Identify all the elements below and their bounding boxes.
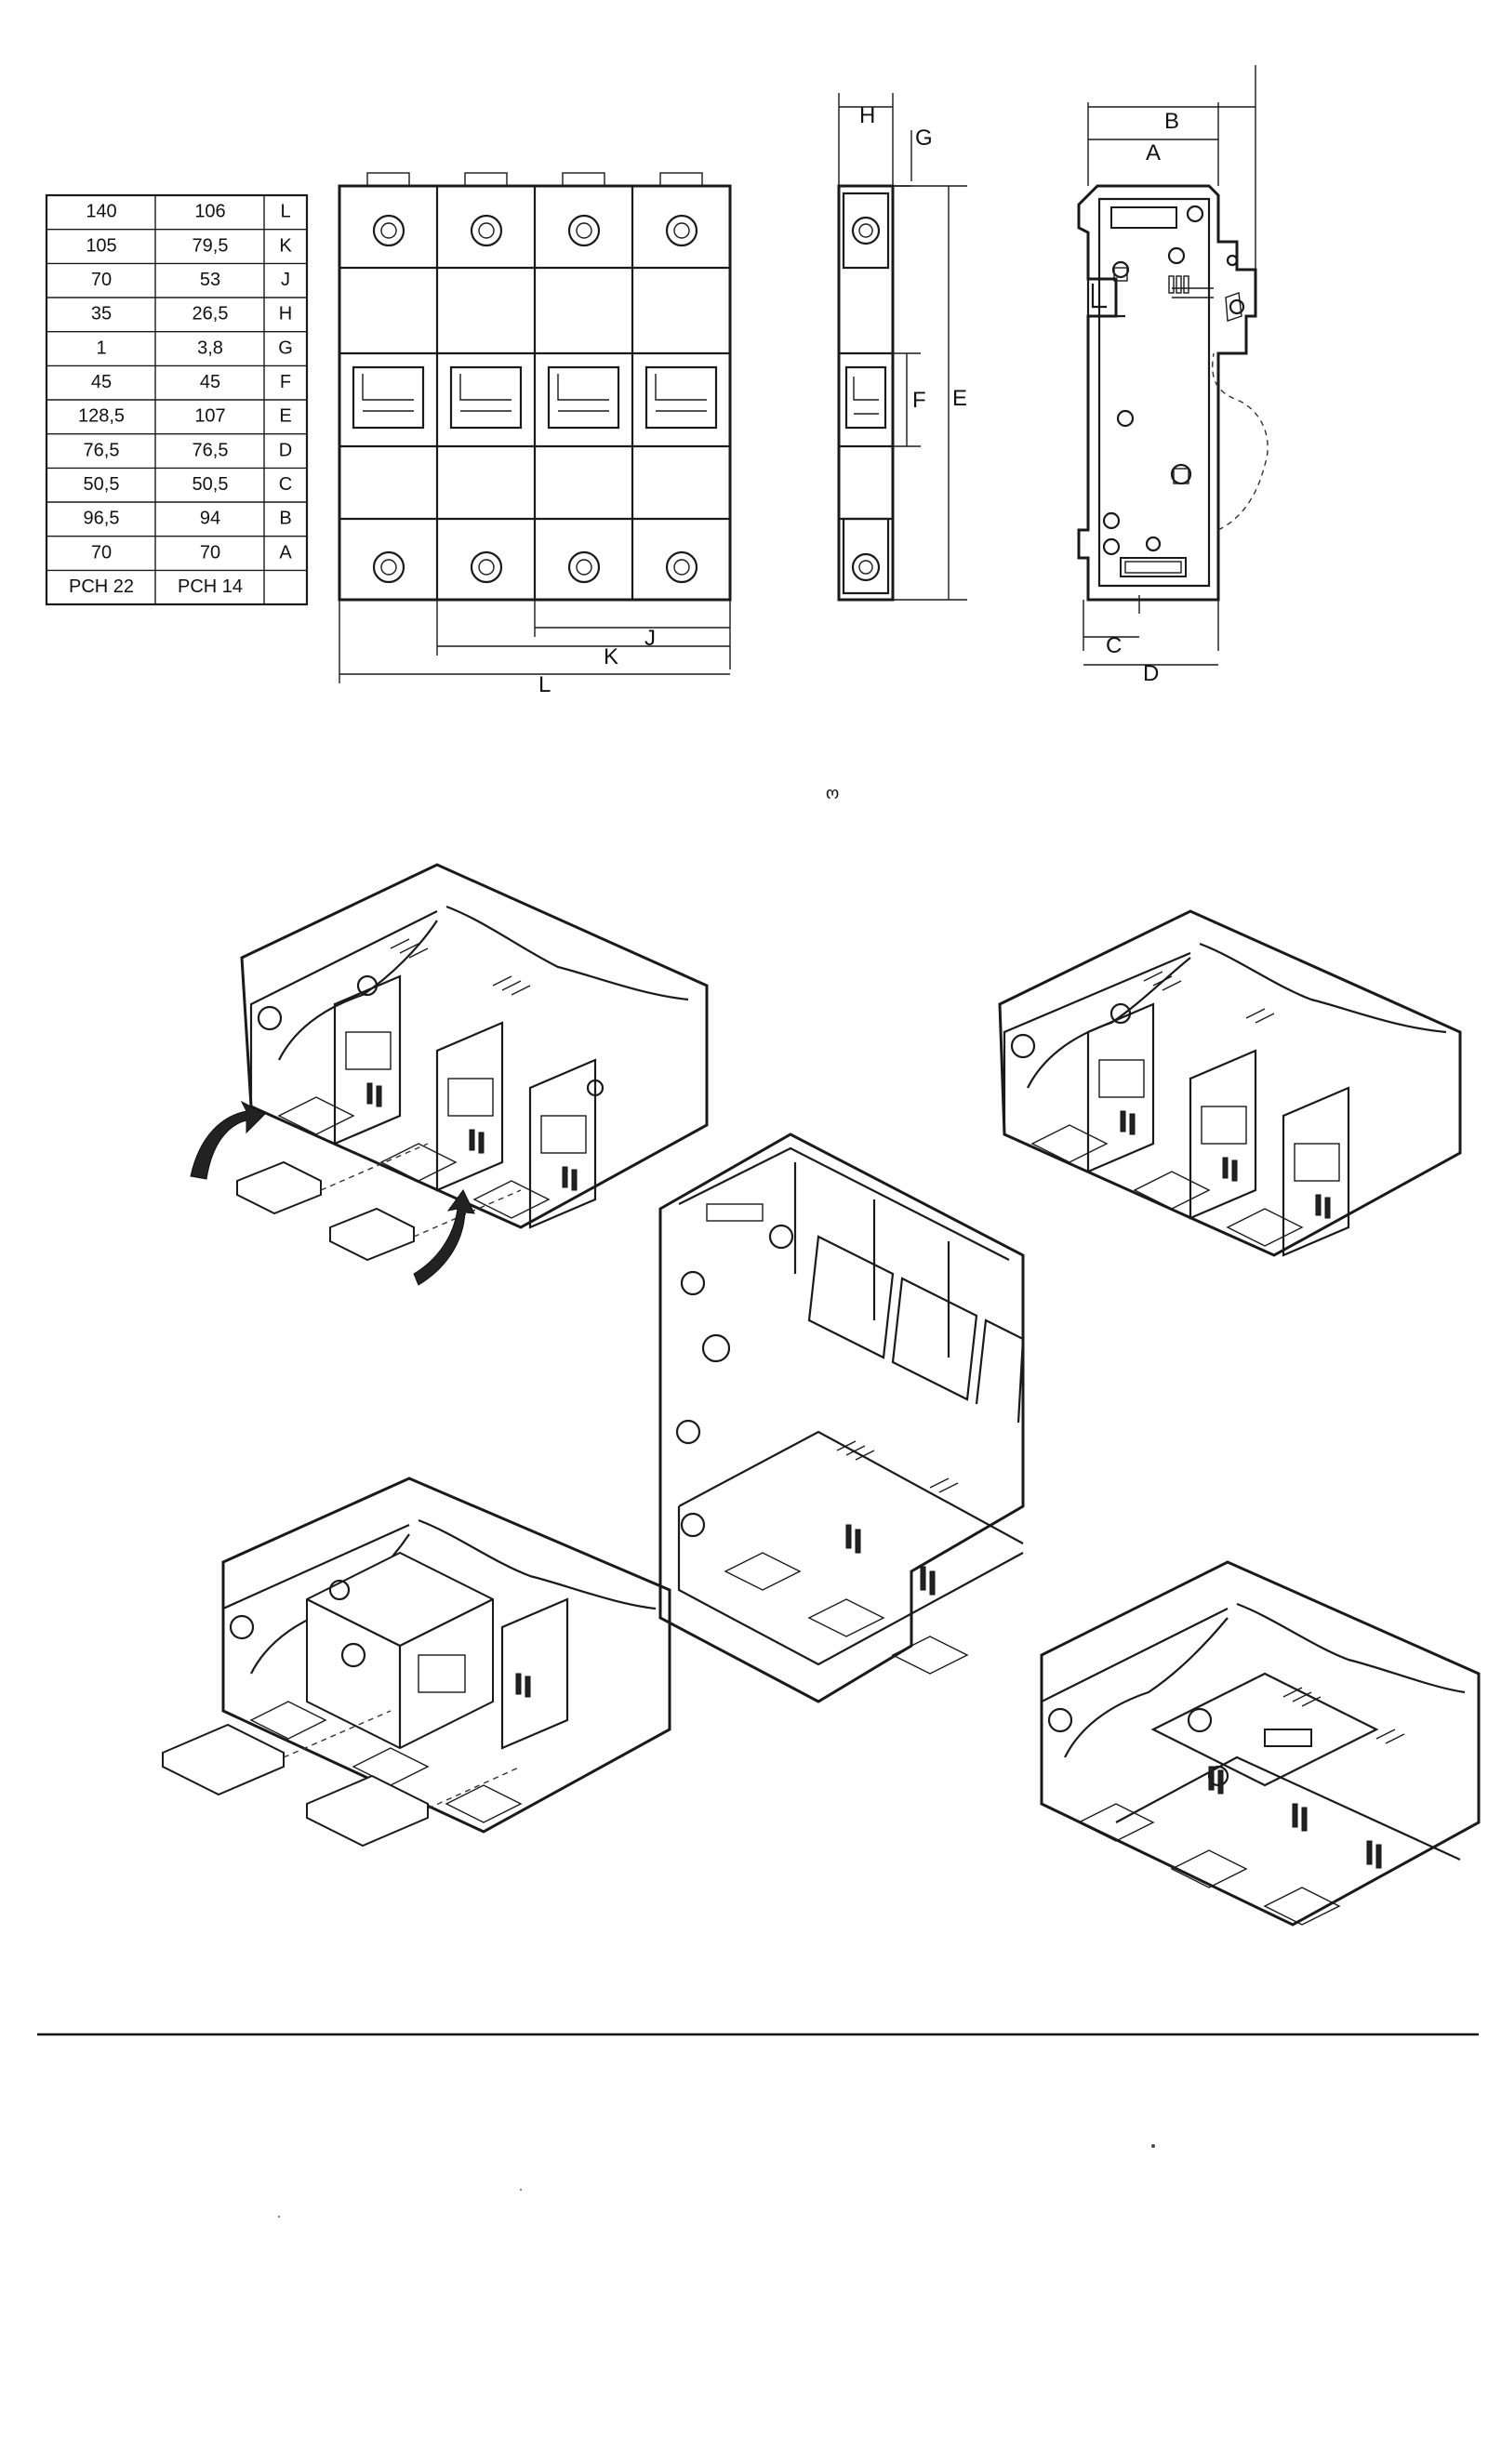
table-dim-cell: A (279, 542, 292, 563)
table-pch22-cell: 140 (86, 202, 116, 222)
table-pch22-cell: 128,5 (78, 406, 125, 427)
table-pch22-cell: 105 (86, 235, 116, 256)
table-pch14-cell: 79,5 (193, 235, 229, 256)
profile-view-drawing: E F G H (837, 93, 967, 602)
table-pch14-cell: 45 (200, 372, 220, 392)
module-1 (644, 214, 718, 584)
iso-view-assembled-base (998, 909, 1462, 1257)
table-dim-cell: J (281, 270, 290, 290)
table-pch14-cell: 70 (200, 542, 220, 563)
table-dim-cell: C (279, 474, 292, 495)
table-dim-cell: B (279, 509, 291, 529)
table-pch14-cell: 26,5 (193, 304, 229, 325)
side-view-drawing: A B C D (1077, 65, 1269, 686)
dim-label-a: A (1146, 140, 1161, 166)
dim-label-l: L (538, 672, 551, 697)
module-3 (449, 214, 523, 584)
iso-view-open-holder (658, 1133, 1025, 1703)
bottom-slot (1110, 206, 1177, 229)
rotate-arrow-icon (413, 1189, 475, 1286)
iso-view-jumper-bars (162, 1477, 671, 1848)
table-dim-cell: H (279, 304, 292, 325)
table-pch22-cell: 50,5 (84, 474, 120, 495)
technical-drawing-sheet: A B C D (0, 0, 1488, 2219)
rotate-arrow-icon (190, 1100, 266, 1180)
table-pch14-cell: 76,5 (193, 440, 229, 460)
table-header-cell: PCH 14 (178, 576, 243, 597)
dim-label-c: C (1106, 633, 1122, 658)
table-pch14-cell: 107 (194, 406, 225, 427)
table-dim-cell: F (280, 372, 291, 392)
table-pch22-cell: 96,5 (84, 509, 120, 529)
dim-label-e: E (952, 386, 967, 411)
table-pch14-cell: 3,8 (197, 338, 223, 358)
table-dim-cell: L (280, 202, 290, 222)
dimension-drawings-section: A B C D (0, 0, 1488, 837)
side-view-body (1077, 184, 1257, 602)
table-pch22-cell: 45 (91, 372, 112, 392)
module-4 (352, 214, 425, 584)
table-dim-cell: D (279, 440, 292, 460)
dim-label-f: F (912, 388, 926, 413)
table-pch14-cell: 106 (194, 202, 225, 222)
lever-outline (1212, 352, 1269, 531)
table-pch22-cell: 70 (91, 270, 112, 290)
dim-label-g: G (915, 126, 933, 151)
side-view-inner (1097, 197, 1211, 588)
dim-label-d: D (1143, 661, 1159, 686)
dim-label-h: H (859, 103, 875, 128)
dim-label-j: J (644, 626, 656, 651)
table-pch14-cell: 50,5 (193, 474, 229, 495)
dim-label-k: K (604, 644, 618, 669)
front-view-drawing: J K L (338, 172, 732, 697)
dim-label-b: B (1164, 109, 1179, 134)
page-marker: ω (826, 786, 840, 804)
iso-view-fully-assembled (1040, 1560, 1481, 1927)
iso-view-clip-insertion (190, 863, 709, 1286)
table-pch14-cell: 94 (200, 509, 220, 529)
dimension-drawings: A B C D (45, 65, 1269, 697)
table-pch22-cell: 35 (91, 304, 112, 325)
module-2 (547, 214, 620, 584)
table-dim-cell: E (279, 406, 291, 427)
table-dim-cell: K (279, 235, 292, 256)
table-pch22-cell: 1 (96, 338, 106, 358)
assembly-illustrations (37, 863, 1481, 2219)
table-dim-cell: G (278, 338, 293, 358)
table-header-cell: PCH 22 (69, 576, 134, 597)
table-pch22-cell: 76,5 (84, 440, 120, 460)
table-pch22-cell: 70 (91, 542, 112, 563)
top-slot (1120, 557, 1187, 577)
profile-body (837, 184, 895, 602)
table-pch14-cell: 53 (200, 270, 220, 290)
